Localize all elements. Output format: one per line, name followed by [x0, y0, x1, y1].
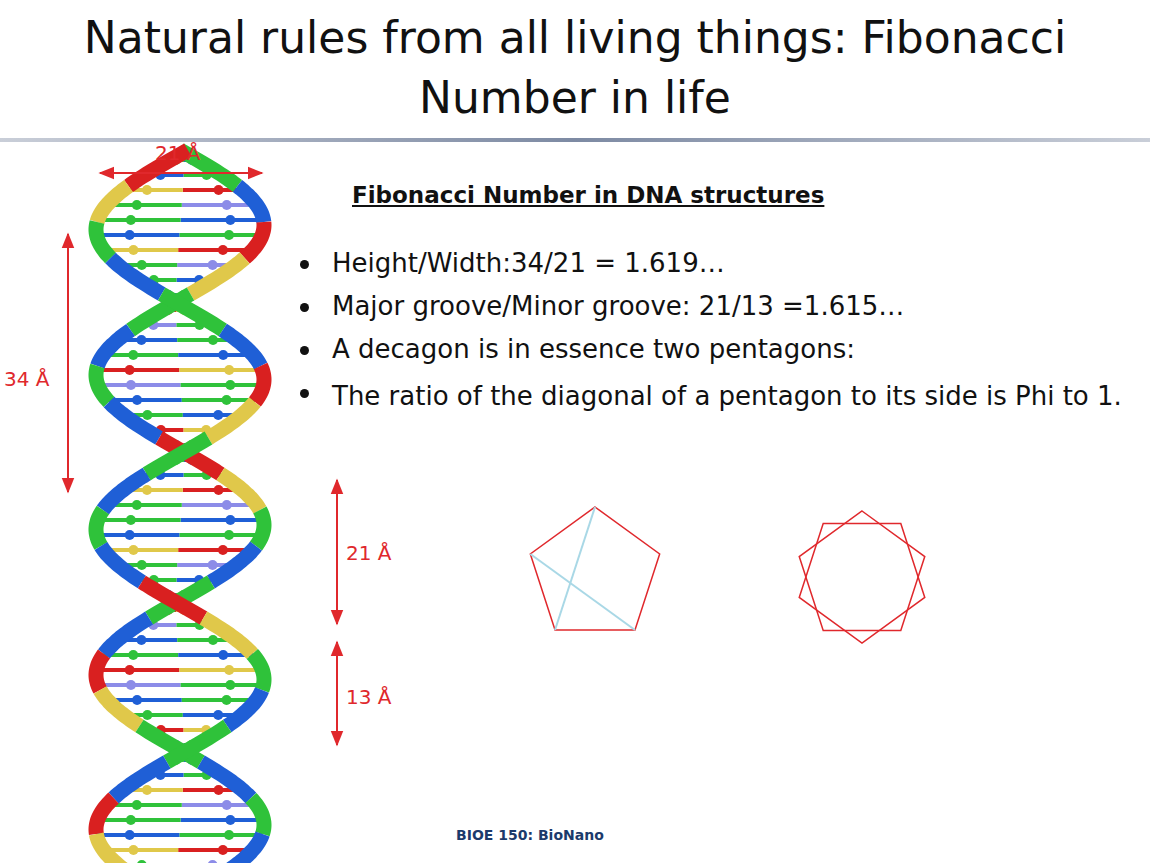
bullet-dot — [300, 303, 309, 312]
bullet-text: Major groove/Minor groove: 21/13 =1.615… — [332, 289, 904, 323]
bullet-text: Height/Width:34/21 = 1.619… — [332, 246, 725, 280]
subheading: Fibonacci Number in DNA structures — [352, 180, 824, 210]
bullet-dot — [300, 389, 309, 398]
bullet-dot — [300, 346, 309, 355]
bullet-text: The ratio of the diagonal of a pentagon … — [332, 375, 1122, 417]
dimension-label: 21 Å — [346, 540, 392, 566]
slide-title: Natural rules from all living things: Fi… — [25, 8, 1125, 128]
bullet-text: A decagon is in essence two pentagons: — [332, 332, 855, 366]
bullet-dot — [300, 260, 309, 269]
dimension-arrows — [68, 173, 337, 745]
dimension-label: 34 Å — [4, 366, 50, 392]
pentagon-figures — [530, 507, 924, 643]
footer-text: BIOE 150: BioNano — [456, 826, 604, 844]
dna-helix — [96, 150, 264, 863]
dimension-label: 13 Å — [346, 684, 392, 710]
dimension-label: 21 Å — [155, 140, 201, 166]
